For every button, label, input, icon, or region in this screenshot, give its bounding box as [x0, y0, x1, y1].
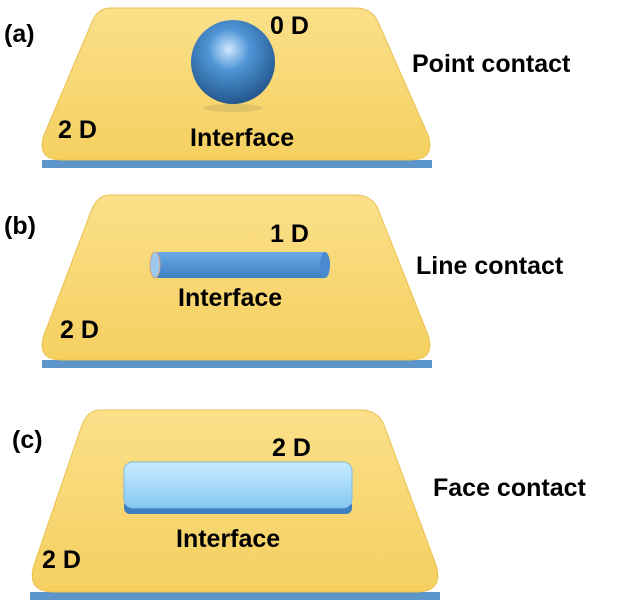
panel-b-object-dim: 1 D — [270, 220, 309, 248]
panel-a-contact: Point contact — [412, 50, 571, 78]
sphere — [191, 20, 275, 104]
panel-c-contact: Face contact — [433, 474, 586, 502]
panel-a-object-dim: 0 D — [270, 12, 309, 40]
panel-c-object-dim: 2 D — [272, 434, 311, 462]
panel-b-contact: Line contact — [416, 252, 564, 280]
face-block — [123, 461, 353, 514]
plate-b — [41, 194, 432, 368]
sphere-shadow — [203, 104, 263, 112]
panel-b-tag: (b) — [4, 212, 36, 240]
panel-a-interface: Interface — [190, 124, 295, 152]
panel-c-plate-dim: 2 D — [42, 546, 81, 574]
panel-b-plate-dim: 2 D — [60, 316, 99, 344]
panel-c-interface: Interface — [176, 525, 281, 553]
cylinder — [149, 251, 330, 279]
panel-a-plate-dim: 2 D — [58, 116, 97, 144]
panel-c-tag: (c) — [12, 426, 43, 454]
panel-b-interface: Interface — [178, 284, 283, 312]
panel-a-tag: (a) — [4, 20, 35, 48]
